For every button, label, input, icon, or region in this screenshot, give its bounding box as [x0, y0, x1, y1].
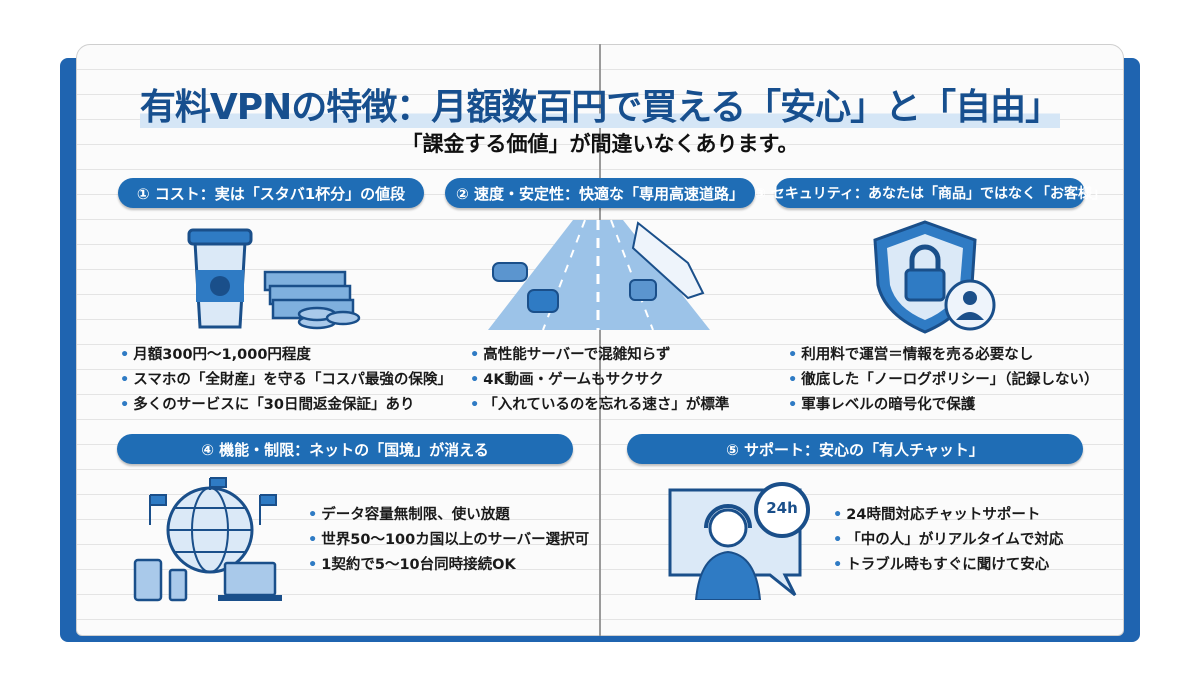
shield-lock-icon: [873, 220, 996, 334]
bullet-item: 「入れているのを忘れる速さ」が標準: [470, 393, 729, 418]
bullet-item: 「中の人」がリアルタイムで対応: [833, 528, 1063, 553]
bullet-item: 世界50〜100カ国以上のサーバー選択可: [308, 528, 589, 553]
support-agent-icon: [668, 482, 810, 600]
bullet-item: 1契約で5〜10台同時接続OK: [308, 553, 589, 578]
cost-bullets: 月額300円〜1,000円程度 スマホの「全財産」を守る「コスパ最強の保険」 多…: [120, 343, 452, 418]
page-title: 有料VPNの特徴：月額数百円で買える「安心」と「自由」: [0, 78, 1200, 130]
support-bullets: 24時間対応チャットサポート 「中の人」がリアルタイムで対応 トラブル時もすぐに…: [833, 503, 1063, 578]
bullet-item: 軍事レベルの暗号化で保護: [788, 393, 1099, 418]
title-text: 有料VPNの特徴：月額数百円で買える「安心」と「自由」: [139, 87, 1061, 128]
bullet-item: 4K動画・ゲームもサクサク: [470, 368, 729, 393]
section-heading-support: ⑤ サポート：安心の「有人チャット」: [627, 434, 1083, 464]
subtitle: 「課金する価値」が間違いなくあります。: [401, 132, 799, 156]
speed-bullets: 高性能サーバーで混雑知らず 4K動画・ゲームもサクサク 「入れているのを忘れる速…: [470, 343, 729, 418]
book-spine: [599, 44, 601, 636]
bullet-item: トラブル時もすぐに聞けて安心: [833, 553, 1063, 578]
section-heading-cost: ① コスト：実は「スタバ1杯分」の値段: [118, 178, 424, 208]
globe-devices-icon: [133, 477, 282, 602]
bullet-item: 高性能サーバーで混雑知らず: [470, 343, 729, 368]
bullet-item: 24時間対応チャットサポート: [833, 503, 1063, 528]
section-heading-speed: ② 速度・安定性：快適な「専用高速道路」: [445, 178, 755, 208]
bullet-item: データ容量無制限、使い放題: [308, 503, 589, 528]
security-bullets: 利用料で運営＝情報を売る必要なし 徹底した「ノーログポリシー」（記録しない） 軍…: [788, 343, 1099, 418]
coffee-and-money-icon: [187, 228, 361, 330]
bullet-item: スマホの「全財産」を守る「コスパ最強の保険」: [120, 368, 452, 393]
highway-icon: [488, 219, 710, 331]
bullet-item: 多くのサービスに「30日間返金保証」あり: [120, 393, 452, 418]
bullet-item: 月額300円〜1,000円程度: [120, 343, 452, 368]
bullet-item: 徹底した「ノーログポリシー」（記録しない）: [788, 368, 1098, 393]
section-heading-features: ④ 機能・制限：ネットの「国境」が消える: [117, 434, 573, 464]
features-bullets: データ容量無制限、使い放題 世界50〜100カ国以上のサーバー選択可 1契約で5…: [308, 503, 589, 578]
section-heading-security: ③ セキュリティ：あなたは「商品」ではなく「お客様」: [754, 178, 1106, 208]
24h-badge: 24h: [766, 499, 798, 517]
bullet-item: 利用料で運営＝情報を売る必要なし: [788, 343, 1099, 368]
